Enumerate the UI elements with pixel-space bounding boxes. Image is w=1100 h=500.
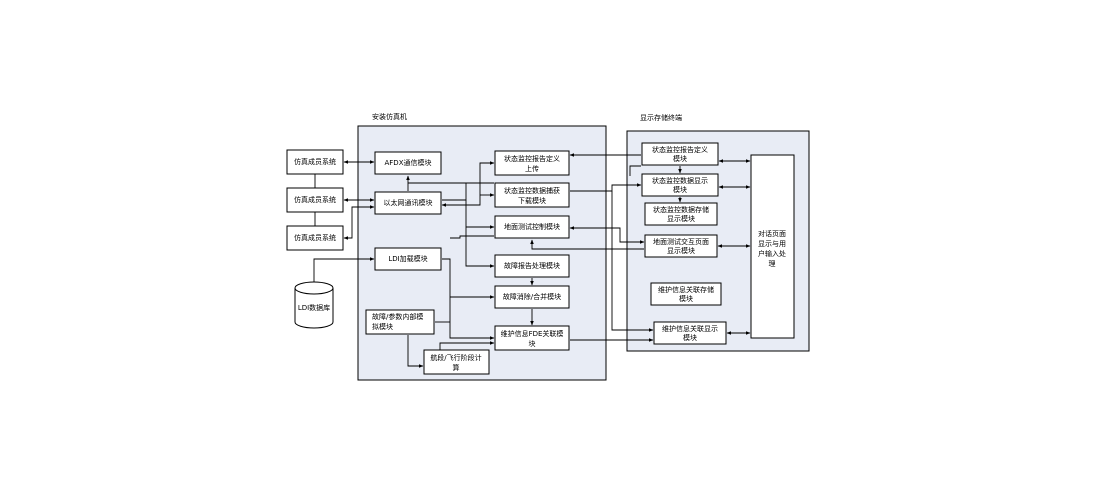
sim-member-label-2: 仿真成员系统 bbox=[294, 195, 336, 204]
fault-report-module: 故障报告处理模块 bbox=[494, 254, 570, 278]
right-side-link bbox=[629, 165, 641, 176]
fault-report-label: 故障报告处理模块 bbox=[504, 261, 560, 270]
fault-clear-module: 故障消除/合并模块 bbox=[494, 285, 570, 309]
ground-page-return-link bbox=[530, 239, 644, 250]
status-data-capture-module: 状态监控数据捕获 下载模块 bbox=[494, 182, 570, 208]
sim-member-label-3: 仿真成员系统 bbox=[294, 233, 336, 242]
sim-member-box-3: 仿真成员系统 bbox=[286, 225, 344, 251]
status-report-def-line-1: 状态监控报告定义 bbox=[652, 145, 708, 154]
sim-member-box-2: 仿真成员系统 bbox=[286, 187, 344, 213]
ground-page-link bbox=[569, 226, 645, 244]
status-report-upload-line-1: 状态监控报告定义 bbox=[504, 154, 560, 163]
status-data-capture-line-2: 下载模块 bbox=[518, 196, 546, 205]
dialog-page-line-3: 户输入处 bbox=[758, 249, 786, 258]
ground-test-control-module: 地面测试控制模块 bbox=[494, 215, 570, 239]
flight-phase-module: 航段/飞行阶段计 算 bbox=[423, 349, 490, 375]
fault-param-sim-line-1: 故障/参数内部模 bbox=[372, 312, 423, 321]
maint-display-module: 维护信息关联显示 模块 bbox=[653, 321, 727, 345]
status-data-display-module: 状态监控数据显示 模块 bbox=[641, 173, 719, 197]
maint-display-line-1: 维护信息关联显示 bbox=[662, 324, 718, 333]
param-flight-link bbox=[407, 335, 424, 368]
afdx-module-label: AFDX通信模块 bbox=[384, 158, 431, 167]
db-ldi-link bbox=[313, 257, 375, 282]
dialog-page-line-1: 对话页面 bbox=[758, 229, 786, 238]
dialog-page-module: 对话页面 显示与用 户输入处 理 bbox=[750, 154, 795, 339]
status-data-store-line-2: 显示模块 bbox=[667, 214, 695, 223]
ldi-maint-link bbox=[442, 258, 495, 340]
status-report-upload-line-2: 上传 bbox=[525, 164, 539, 173]
maint-store-line-1: 维护信息关联存储 bbox=[658, 285, 714, 294]
ethernet-module-label: 以太网通讯模块 bbox=[384, 198, 433, 207]
fault-param-sim-module: 故障/参数内部模 拟模块 bbox=[365, 309, 435, 335]
ldi-database: LDI数据库 bbox=[294, 281, 334, 329]
ground-test-page-module: 地面测试交互页面 显示模块 bbox=[644, 234, 718, 258]
dialog-page-line-4: 理 bbox=[769, 260, 776, 268]
ldi-database-label: LDI数据库 bbox=[298, 303, 330, 312]
ground-test-control-label: 地面测试控制模块 bbox=[504, 222, 560, 231]
status-data-capture-line-1: 状态监控数据捕获 bbox=[504, 186, 560, 195]
sim3-eth-link bbox=[343, 205, 375, 240]
sim-member-label-1: 仿真成员系统 bbox=[294, 157, 336, 166]
ldi-ground-link bbox=[450, 235, 494, 239]
maint-fde-module: 维护信息FDE关联模 块 bbox=[494, 325, 570, 351]
simulator-frame-title: 安装仿真机 bbox=[372, 112, 407, 121]
flight-maint-link bbox=[439, 341, 495, 350]
maint-fde-line-1: 维护信息FDE关联模 bbox=[501, 329, 564, 338]
ldi-load-module: LDI加载模块 bbox=[374, 247, 442, 271]
eth-status-report-link bbox=[441, 161, 495, 207]
ldi-load-module-label: LDI加载模块 bbox=[388, 254, 427, 263]
fde-terminal-link bbox=[611, 191, 654, 332]
afdx-module: AFDX通信模块 bbox=[374, 151, 442, 175]
capture-display-link bbox=[570, 183, 642, 192]
ground-test-page-line-1: 地面测试交互页面 bbox=[653, 237, 709, 246]
bus-fault-report-link bbox=[465, 200, 495, 268]
dialog-page-line-2: 显示与用 bbox=[758, 240, 786, 248]
sim-member-box-1: 仿真成员系统 bbox=[286, 149, 344, 175]
connector-lines bbox=[313, 153, 751, 368]
status-report-def-module: 状态监控报告定义 模块 bbox=[641, 142, 719, 166]
status-data-display-line-2: 模块 bbox=[673, 185, 687, 194]
fault-clear-label: 故障消除/合并模块 bbox=[503, 292, 561, 301]
flight-phase-line-2: 算 bbox=[453, 363, 460, 372]
flight-phase-line-1: 航段/飞行阶段计 bbox=[430, 353, 481, 362]
terminal-frame-title: 显示存储终端 bbox=[640, 113, 682, 122]
status-data-store-module: 状态监控数据存储 显示模块 bbox=[644, 202, 718, 226]
fault-param-sim-line-2: 拟模块 bbox=[372, 322, 393, 331]
maint-fde-line-2: 块 bbox=[529, 339, 536, 348]
ethernet-module: 以太网通讯模块 bbox=[374, 191, 442, 215]
ground-test-page-line-2: 显示模块 bbox=[667, 246, 695, 255]
status-report-upload-module: 状态监控报告定义 上传 bbox=[494, 150, 570, 176]
status-data-display-line-1: 状态监控数据显示 bbox=[652, 176, 708, 185]
maint-display-line-2: 模块 bbox=[683, 333, 697, 342]
maint-store-module: 维护信息关联存储 模块 bbox=[650, 282, 722, 306]
status-data-store-line-1: 状态监控数据存储 bbox=[653, 205, 709, 214]
maint-store-line-2: 模块 bbox=[679, 294, 693, 303]
status-report-def-line-2: 模块 bbox=[673, 154, 687, 163]
